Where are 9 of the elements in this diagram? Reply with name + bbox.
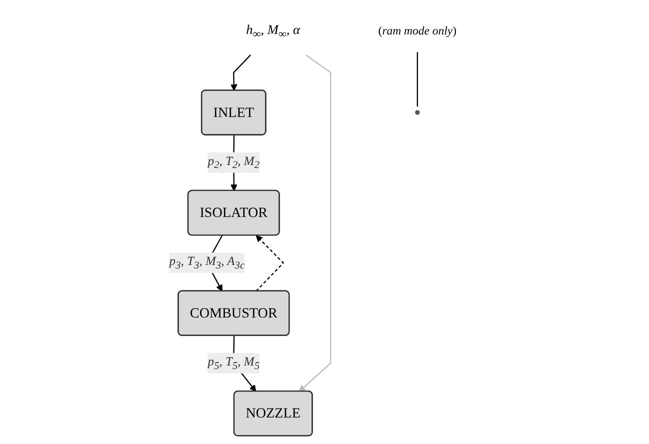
connector — [416, 52, 418, 107]
edge-label: p$_{2}$, T$_{2}$, M$_{2}$ — [208, 154, 260, 171]
node-text: h$_{∞}$, M$_{∞}$, α — [246, 22, 300, 41]
node-text: (ram mode only) — [378, 25, 456, 38]
arrow — [256, 235, 284, 292]
arrow — [298, 54, 332, 392]
edge-label: p$_{5}$, T$_{5}$, M$_{5}$ — [208, 355, 260, 372]
edge-label: p$_{3}$, T$_{3}$, M$_{3}$, A$_{3c}$ — [169, 255, 244, 271]
arrow — [230, 54, 251, 91]
